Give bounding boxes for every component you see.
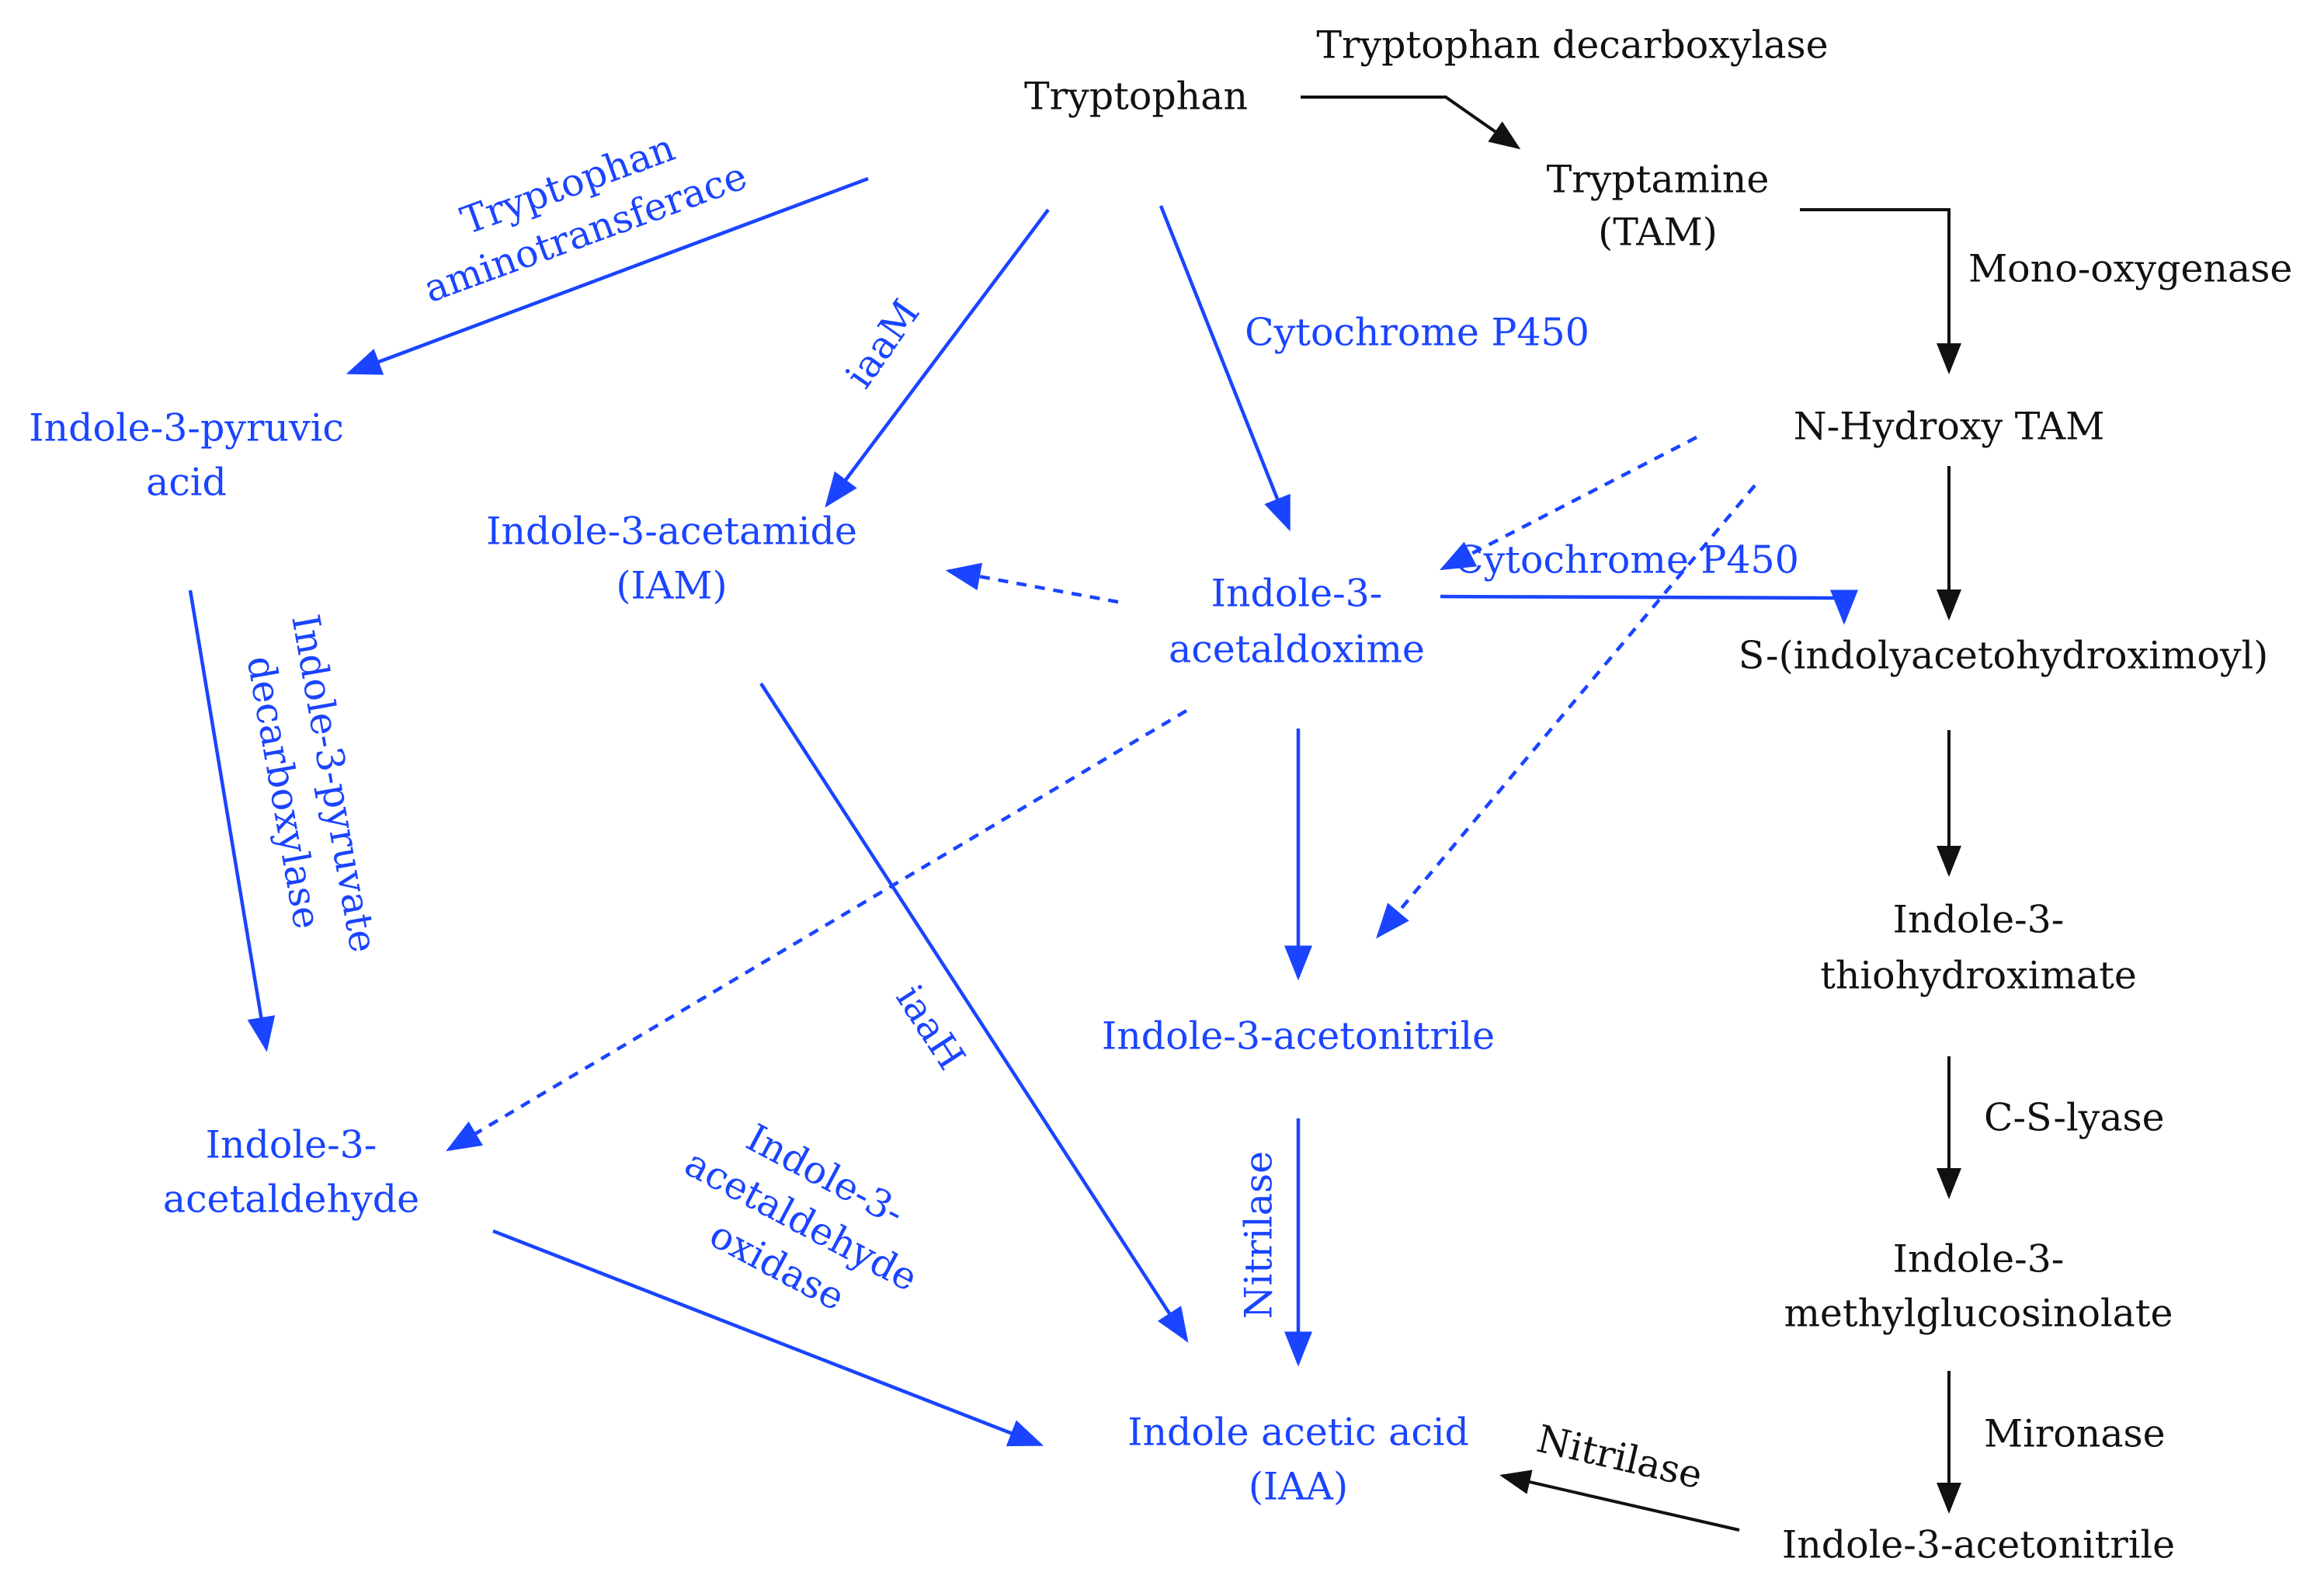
compound-indole-3-thiohydroximate-line2: thiohydroximate	[1820, 954, 2137, 998]
compound-indole-3-acetonitrile-right: Indole-3-acetonitrile	[1782, 1523, 2175, 1567]
arrow-indole-3-pyruvic-acid-to-acetaldehyde	[188, 590, 276, 1052]
arrow-acetaldoxime-to-indole-3-acetamide	[945, 562, 1119, 604]
compound-indole-3-methylglucosinolate-line2: methylglucosinolate	[1784, 1292, 2173, 1336]
arrow-indole-3-acetamide-to-iaa	[759, 682, 1189, 1343]
compound-indole-3-pyruvic-acid-line2: acid	[146, 461, 227, 505]
compound-indole-3-acetaldehyde-line2: acetaldehyde	[163, 1177, 419, 1222]
compound-indole-3-acetamide-abbr: (IAM)	[616, 564, 727, 608]
enzyme-mironase: Mironase	[1984, 1412, 2166, 1456]
compound-indole-3-acetaldoxime-line2: acetaldoxime	[1169, 628, 1425, 672]
enzyme-nitrilase-center: Nitrilase	[1237, 1151, 1281, 1319]
enzyme-tryptophan-decarboxylase: Tryptophan decarboxylase	[1316, 23, 1828, 68]
compound-indole-3-methylglucosinolate: Indole-3-	[1893, 1237, 2065, 1282]
enzyme-iaam: iaaM	[837, 291, 929, 395]
enzyme-mono-oxygenase: Mono-oxygenase	[1968, 247, 2292, 291]
compound-indole-acetic-acid-abbr: (IAA)	[1249, 1465, 1348, 1509]
compound-tryptophan: Tryptophan	[1024, 75, 1248, 119]
compound-indole-3-acetaldehyde: Indole-3-	[206, 1123, 377, 1167]
compound-indole-3-acetaldoxime: Indole-3-	[1211, 572, 1383, 616]
compound-tryptamine-abbr: (TAM)	[1598, 210, 1718, 255]
compound-tryptamine: Tryptamine	[1547, 158, 1770, 202]
enzyme-c-s-lyase: C-S-lyase	[1984, 1096, 2165, 1140]
compound-s-indolyacetohydroximoyl: S-(indolyacetohydroximoyl)	[1739, 634, 2269, 678]
arrow-tryptophan-to-indole-3-acetaldoxime	[1159, 205, 1291, 532]
compound-indole-3-acetonitrile-center: Indole-3-acetonitrile	[1102, 1014, 1495, 1059]
arrow-n-hydroxy-tam-to-indole-3-acetonitrile	[1376, 484, 1756, 939]
arrow-tryptophan-to-indole-3-pyruvic-acid	[346, 176, 869, 375]
enzyme-nitrilase-right: Nitrilase	[1533, 1417, 1707, 1497]
arrow-acetonitrile-to-iaa-right	[1499, 1469, 1740, 1532]
compound-n-hydroxy-tam: N-Hydroxy TAM	[1794, 405, 2105, 449]
arrow-acetaldoxime-to-indole-3-acetaldehyde	[446, 709, 1188, 1152]
arrow-tryptophan-to-indole-3-acetamide	[825, 208, 1050, 508]
arrow-tryptophan-to-tryptamine	[1301, 96, 1521, 150]
arrow-indole-3-acetaldehyde-to-iaa	[492, 1229, 1044, 1447]
enzyme-cytochrome-p450-top: Cytochrome P450	[1245, 311, 1589, 355]
compound-indole-3-thiohydroximate: Indole-3-	[1893, 898, 2065, 942]
compound-indole-acetic-acid: Indole acetic acid	[1127, 1410, 1469, 1455]
compound-indole-3-acetamide: Indole-3-acetamide	[486, 510, 857, 554]
compound-indole-3-pyruvic-acid: Indole-3-pyruvic	[29, 406, 344, 450]
arrow-tryptamine-to-n-hydroxy-tam	[1800, 208, 1961, 374]
enzyme-cytochrome-p450-mid: Cytochrome P450	[1454, 538, 1799, 583]
arrow-acetaldoxime-to-s-indolyacetohydroximoyl	[1440, 590, 1858, 625]
